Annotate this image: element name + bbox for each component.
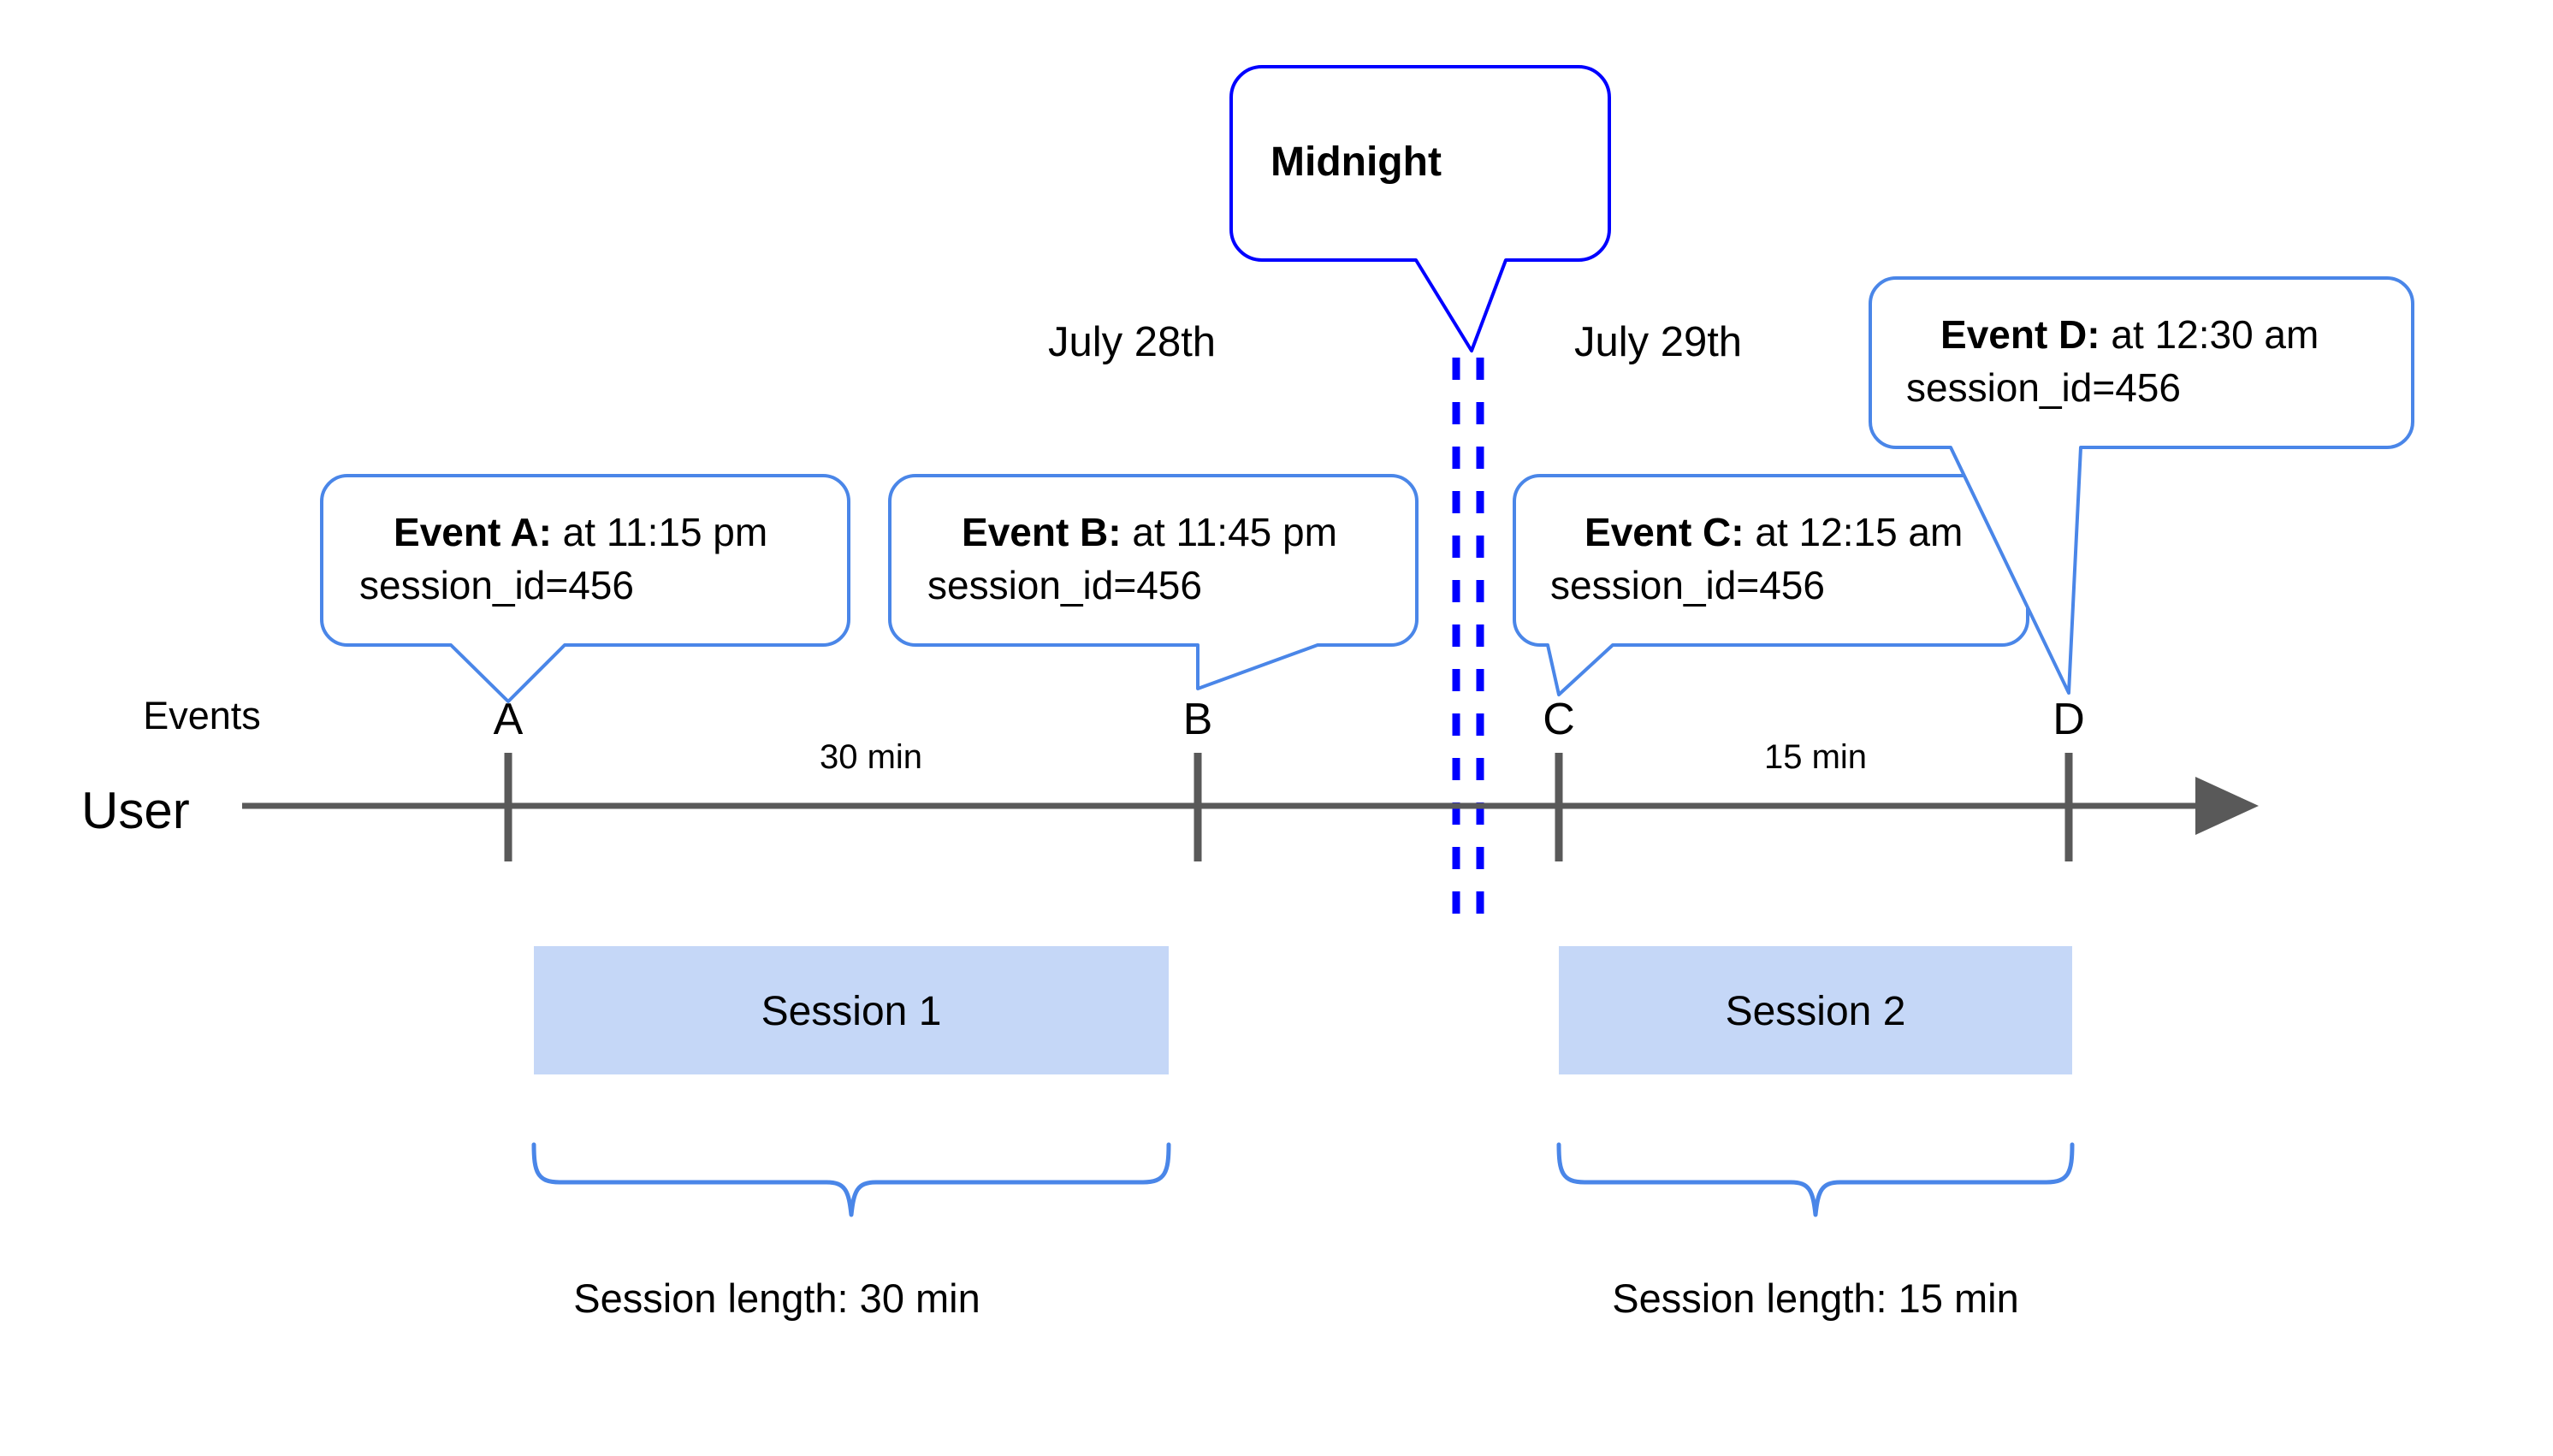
date-label-july-29: July 29th (1574, 319, 1742, 365)
event-marker-label-d: D (2052, 695, 2085, 744)
event-marker-label-a: A (494, 695, 524, 744)
date-label-july-28: July 28th (1048, 319, 1216, 365)
timeline-arrow-icon (2195, 777, 2259, 835)
event-b-line2: session_id=456 (927, 563, 1202, 607)
event-b-bold: Event B: (962, 510, 1122, 554)
session-1-brace (531, 1142, 1171, 1217)
session-2-length-label: Session length: 15 min (1612, 1275, 2019, 1321)
session-length-group-2: Session length: 15 min (1556, 1142, 2075, 1321)
event-a-bubble-shape (320, 474, 850, 703)
event-a-line2: session_id=456 (359, 563, 634, 607)
session-box-2: Session 2 (1559, 946, 2072, 1074)
session-1-rect (534, 946, 1169, 1074)
session-box-1: Session 1 (534, 946, 1169, 1074)
event-a-line1: Event A: at 11:15 pm (359, 510, 794, 554)
event-d-bubble-shape (1869, 276, 2414, 695)
event-d-time: at 12:30 am (2100, 312, 2319, 357)
event-a-bold: Event A: (394, 510, 552, 554)
event-b-bubble-shape (888, 474, 1419, 690)
event-a-time: at 11:15 pm (552, 510, 767, 554)
event-callout-b: Event B: at 11:45 pm session_id=456 (888, 474, 1419, 690)
event-c-bold: Event C: (1585, 510, 1744, 554)
event-callout-c: Event C: at 12:15 am session_id=456 (1513, 474, 2029, 696)
event-marker-label-c: C (1543, 695, 1575, 744)
lane-label-events: Events (143, 694, 261, 737)
event-c-time: at 12:15 am (1744, 510, 1964, 554)
session-2-rect (1559, 946, 2072, 1074)
event-callout-a: Event A: at 11:15 pm session_id=456 (320, 474, 850, 703)
session-1-length-label: Session length: 30 min (573, 1275, 980, 1321)
event-callout-d: Event D: at 12:30 am session_id=456 (1869, 276, 2414, 695)
event-d-bold: Event D: (1940, 312, 2100, 357)
midnight-label: Midnight (1271, 139, 1442, 185)
gap-label-30-min: 30 min (820, 738, 922, 776)
midnight-callout: Midnight (1229, 65, 1611, 352)
session-2-label: Session 2 (1726, 989, 1906, 1034)
timeline-axis (242, 777, 2259, 835)
event-d-line1: Event D: at 12:30 am (1906, 312, 2345, 357)
midnight-divider (1452, 358, 1484, 934)
midnight-bubble-shape (1229, 65, 1611, 352)
event-b-time: at 11:45 pm (1122, 510, 1337, 554)
session-length-group-1: Session length: 30 min (531, 1142, 1171, 1321)
timeline-ticks (504, 753, 2073, 861)
session-1-label: Session 1 (761, 989, 942, 1034)
event-b-line1: Event B: at 11:45 pm (927, 510, 1364, 554)
event-d-line2: session_id=456 (1906, 365, 2181, 410)
lane-label-user: User (81, 782, 190, 839)
event-c-line2: session_id=456 (1550, 563, 1825, 607)
session-2-brace (1556, 1142, 2075, 1217)
event-c-line1: Event C: at 12:15 am (1550, 510, 1989, 554)
gap-label-15-min: 15 min (1764, 738, 1867, 776)
event-marker-label-b: B (1183, 695, 1213, 744)
